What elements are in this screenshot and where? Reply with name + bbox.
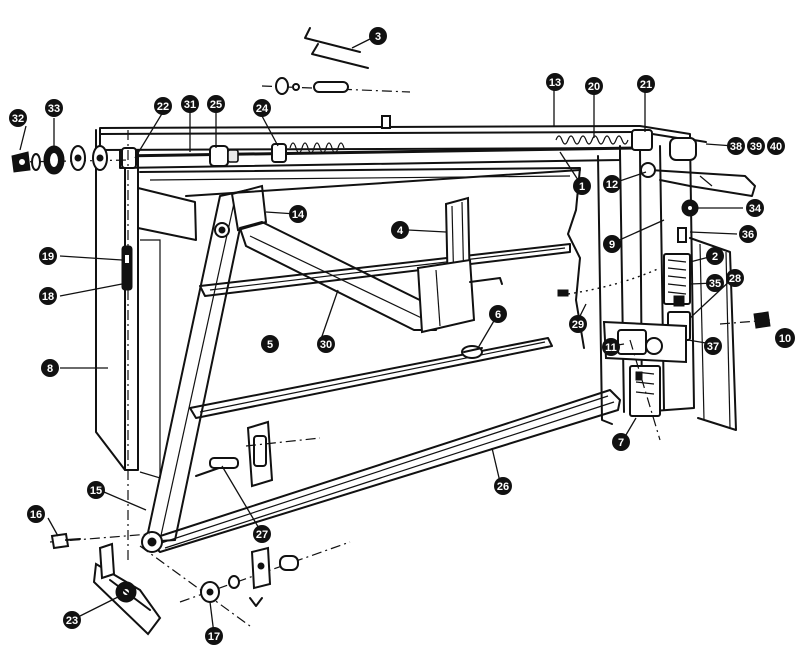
callout-11-label: 11 [605, 342, 617, 354]
callout-40-label: 40 [770, 141, 782, 153]
callout-32: 32 [9, 109, 27, 127]
callout-30-label: 30 [320, 339, 332, 351]
callout-34: 34 [746, 199, 764, 217]
callout-23: 23 [63, 611, 81, 629]
callout-3: 3 [369, 27, 387, 45]
rod-pins-exploded [261, 27, 411, 95]
callout-19: 19 [39, 247, 57, 265]
callout-15: 15 [87, 481, 105, 499]
callout-14: 14 [289, 205, 307, 223]
callout-33-label: 33 [48, 103, 60, 115]
callout-3-label: 3 [375, 31, 381, 43]
callout-7: 7 [612, 433, 630, 451]
callout-9-label: 9 [609, 239, 615, 251]
left-vertical-axis [121, 130, 133, 560]
callout-27-label: 27 [256, 529, 268, 541]
callout-18-label: 18 [42, 291, 54, 303]
callout-7-label: 7 [618, 437, 624, 449]
callout-11: 11 [602, 338, 620, 356]
cross-rails [147, 243, 621, 553]
callout-1-label: 1 [579, 181, 585, 193]
callout-38-label: 38 [730, 141, 742, 153]
callout-16: 16 [27, 505, 45, 523]
callout-40: 40 [767, 137, 785, 155]
callout-24-label: 24 [256, 103, 269, 115]
callout-32-label: 32 [12, 113, 24, 125]
callout-2-label: 2 [712, 251, 718, 263]
callout-13-label: 13 [549, 77, 561, 89]
callout-9: 9 [603, 235, 621, 253]
callout-12: 12 [603, 175, 621, 193]
callout-19-label: 19 [42, 251, 54, 263]
callout-5-label: 5 [267, 339, 273, 351]
callout-21: 21 [637, 75, 655, 93]
callout-25: 25 [207, 95, 225, 113]
callout-2: 2 [706, 247, 724, 265]
callout-27: 27 [253, 525, 271, 543]
callout-39-label: 39 [750, 141, 762, 153]
callout-30: 30 [317, 335, 335, 353]
floor-base-bracket [92, 542, 251, 636]
callout-10-label: 10 [779, 333, 791, 345]
torsion-spring-left [271, 142, 345, 163]
callout-31-label: 31 [184, 99, 196, 111]
center-bracket-assembly [239, 196, 503, 334]
callout-1: 1 [573, 177, 591, 195]
callout-21-label: 21 [640, 79, 652, 91]
callout-17: 17 [205, 627, 223, 645]
callout-34-label: 34 [749, 203, 762, 215]
callout-28: 28 [726, 269, 744, 287]
callout-14-label: 14 [292, 209, 305, 221]
callout-35-label: 35 [709, 278, 721, 290]
callout-28-label: 28 [729, 273, 741, 285]
callout-38: 38 [727, 137, 745, 155]
callout-15-label: 15 [90, 485, 102, 497]
callout-5: 5 [261, 335, 279, 353]
top-shaft-assembly [119, 115, 707, 169]
callout-36: 36 [739, 225, 757, 243]
callout-29: 29 [569, 315, 587, 333]
callout-25-label: 25 [210, 99, 222, 111]
callout-31: 31 [181, 95, 199, 113]
leader-lines [19, 35, 743, 635]
callout-22: 22 [154, 97, 172, 115]
callout-4-label: 4 [397, 225, 404, 237]
callout-bubbles: 1 2 3 4 5 6 7 8 9 10 11 12 13 14 15 16 1… [9, 27, 795, 645]
callout-36-label: 36 [742, 229, 754, 241]
callout-18: 18 [39, 287, 57, 305]
diagonal-strut [141, 169, 581, 553]
callout-6: 6 [489, 305, 507, 323]
callout-37-label: 37 [707, 341, 719, 353]
callout-39: 39 [747, 137, 765, 155]
callout-33: 33 [45, 99, 63, 117]
torsion-spring-right [555, 135, 629, 145]
callout-24: 24 [253, 99, 271, 117]
callout-20: 20 [585, 77, 603, 95]
callout-17-label: 17 [208, 631, 220, 643]
callout-20-label: 20 [588, 81, 600, 93]
callout-26: 26 [494, 477, 512, 495]
callout-8-label: 8 [47, 363, 53, 375]
right-mechanism [461, 162, 771, 441]
callout-12-label: 12 [606, 179, 618, 191]
callout-13: 13 [546, 73, 564, 91]
callout-16-label: 16 [30, 509, 42, 521]
left-hub-exploded [11, 145, 131, 175]
callout-35: 35 [706, 274, 724, 292]
callout-10: 10 [775, 328, 795, 348]
callout-22-label: 22 [157, 101, 169, 113]
callout-4: 4 [391, 221, 409, 239]
callout-6-label: 6 [495, 309, 501, 321]
callout-8: 8 [41, 359, 59, 377]
callout-29-label: 29 [572, 319, 584, 331]
callout-23-label: 23 [66, 615, 78, 627]
callout-26-label: 26 [497, 481, 509, 493]
callout-37: 37 [704, 337, 722, 355]
